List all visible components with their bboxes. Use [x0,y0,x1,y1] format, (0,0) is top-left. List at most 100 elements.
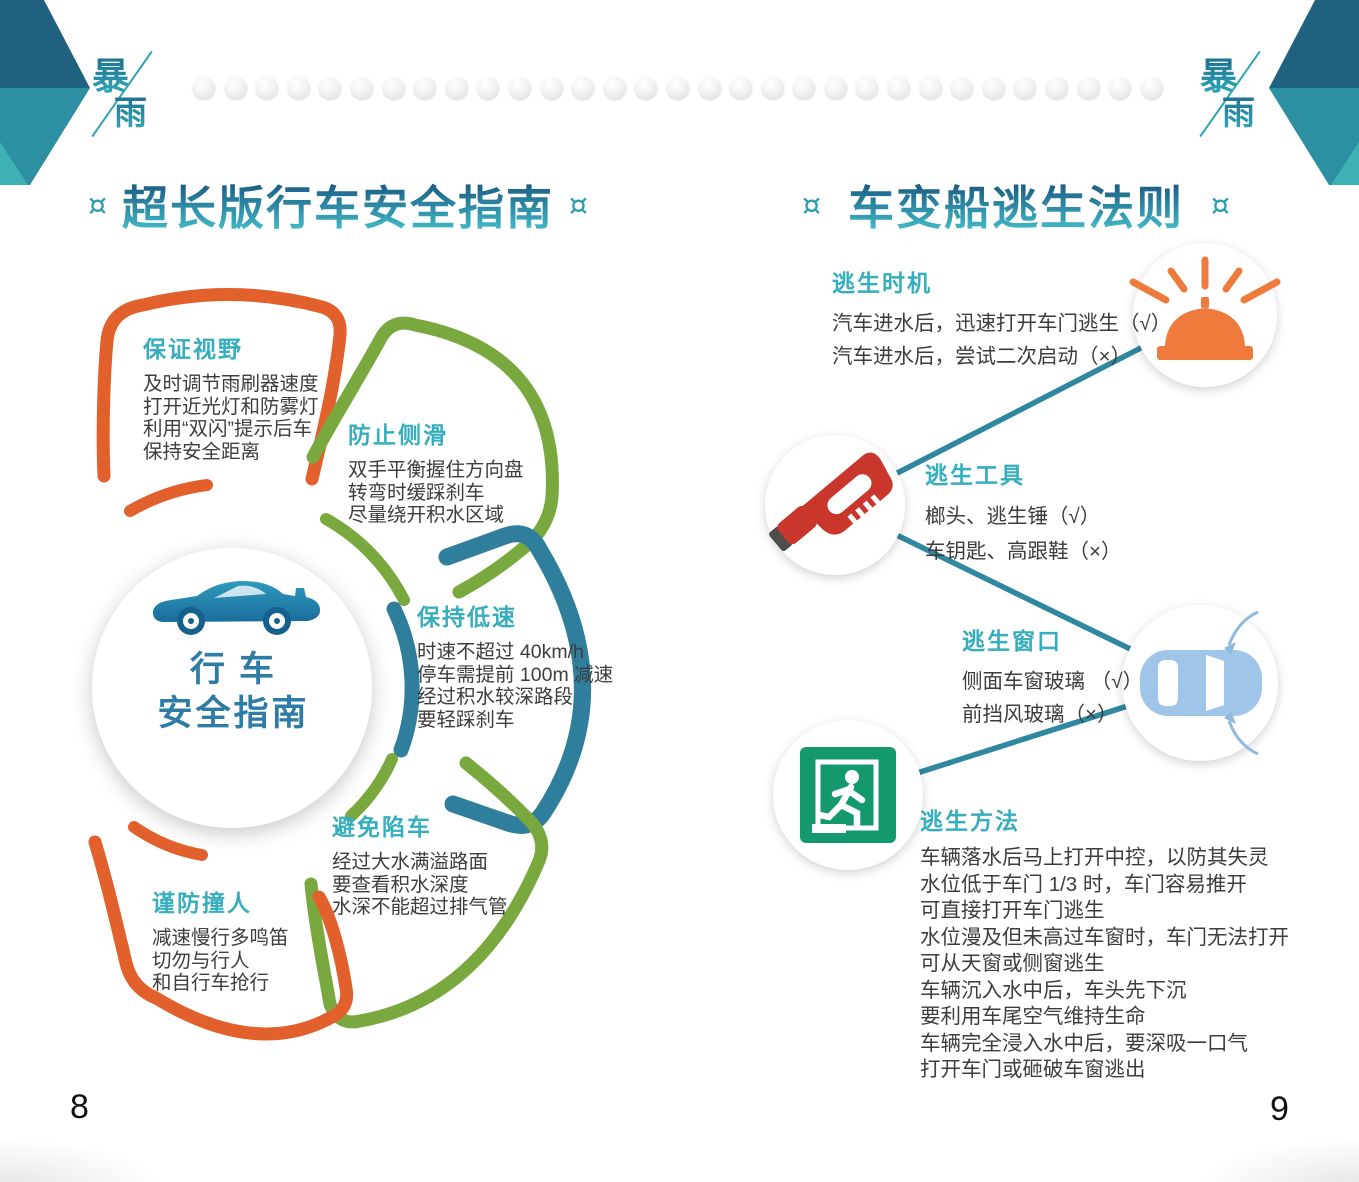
dot-icon [793,77,816,99]
dot-icon [319,77,342,99]
petal-pedestrians-inner-arc [128,821,208,861]
petal-visibility [96,288,347,486]
dot-icon [1014,77,1037,99]
sedan-car-icon [152,581,321,635]
page-title: 超长版行车安全指南 [122,172,554,238]
dot-icon [414,77,437,99]
text-line: 要利用车尾空气维持生命 [920,1005,1146,1028]
center-label: 行车 安全指南 [122,648,342,736]
text-line: 车钥匙、高跟鞋（×） [925,540,1122,563]
section-heading: 逃生窗口 [962,629,1062,654]
dot-icon [635,77,658,99]
text-line: 切勿与行人 [152,949,250,972]
petal-skid-inner-arc [320,513,410,606]
page-number-left: 8 [70,1088,89,1126]
text-line: 可从天窗或侧窗逃生 [920,952,1105,975]
text-line: 车辆完全浸入水中后，要深吸一口气 [920,1031,1248,1055]
dot-icon [730,77,753,99]
dot-icon [824,77,847,99]
petal-section-pedestrians: 谨防撞人 减速慢行多鸣笛切勿与行人和自行车抢行 [152,884,289,995]
petal-heading: 保持低速 [417,605,517,630]
text-line: 双手平衡握住方向盘 [348,459,524,481]
text-line: 车辆落水后马上打开中控，以防其失灵 [920,846,1269,869]
text-line: 保持安全距离 [143,440,261,463]
dot-icon [1077,77,1100,99]
text-line: 水位低于车门 1/3 时，车门容易推开 [920,872,1247,896]
dot-icon [1109,77,1132,99]
dot-icon [666,77,689,99]
text-line: 打开近光灯和防雾灯 [143,395,319,418]
dot-icon [856,77,879,99]
text-line: 汽车进水后，迅速打开车门逃生（√） [832,312,1172,335]
section-escape-timing: 逃生时机 汽车进水后，迅速打开车门逃生（√）汽车进水后，尝试二次启动（×） [832,264,1171,373]
text-line: 和自行车抢行 [152,972,270,994]
text-line: 及时调节雨刷器速度 [143,373,319,395]
right-page-title-row: ¤ 车变船逃生法则 ¤ [802,172,1230,238]
dot-icon [477,77,500,99]
rainstorm-logo: 暴 雨 [88,44,160,140]
petal-visibility-inner-arc [124,479,213,517]
petal-heading: 保证视野 [143,337,243,362]
text-line: 水位漫及但未高过车窗时，车门无法打开 [920,925,1289,949]
dot-icon [572,77,595,99]
petal-body: 及时调节雨刷器速度打开近光灯和防雾灯利用“双闪”提示后车保持安全距离 [143,373,319,463]
petal-section-avoid-trap: 避免陷车 经过大水满溢路面要查看积水深度水深不能超过排气管 [332,808,508,919]
section-escape-tools: 逃生工具 榔头、逃生锤（√） 车钥匙、高跟鞋（×） [925,456,1121,569]
text-line: 前挡风玻璃（×） [962,703,1118,726]
text-line: 转弯时缓踩刹车 [348,481,485,504]
dot-icon [982,77,1005,99]
petal-low-speed-inner-arc [386,601,420,758]
text-line: 减速慢行多鸣笛 [152,927,289,949]
dot-icon [951,77,974,99]
dot-icon [508,77,531,99]
logo-char-bottom: 雨 [114,86,147,134]
dot-icon [287,77,310,99]
petal-section-visibility: 保证视野 及时调节雨刷器速度打开近光灯和防雾灯利用“双闪”提示后车保持安全距离 [143,330,319,463]
text-line: 可直接打开车门逃生 [920,899,1105,922]
page-title: 车变船逃生法则 [848,172,1184,238]
text-line: 打开车门或砸破车窗逃出 [920,1058,1146,1081]
text-line: 水深不能超过排气管 [332,896,508,918]
dot-icon [445,77,468,99]
dot-icon [193,77,215,99]
alarm-icon [1129,256,1281,360]
text-line: 榔头、逃生锤（√） [925,505,1101,528]
petal-section-skid: 防止侧滑 双手平衡握住方向盘转弯时缓踩刹车尽量绕开积水区域 [348,416,524,527]
dot-icon [224,77,247,99]
ornament-icon: ¤ [88,187,108,223]
petal-heading: 防止侧滑 [348,423,448,448]
section-body: 侧面车窗玻璃 （√） 前挡风玻璃（×） [962,665,1143,731]
text-line: 要轻踩刹车 [417,708,515,731]
emergency-exit-icon [800,747,896,843]
petal-pedestrians [88,835,354,1041]
dot-icon [350,77,373,99]
dot-icon [256,77,279,99]
text-line: 尽量绕开积水区域 [348,504,505,526]
escape-hammer-icon [769,452,893,552]
left-edge-decoration-icon [0,0,90,185]
petal-heading: 避免陷车 [332,815,432,840]
dot-icon [698,77,721,99]
text-line: 侧面车窗玻璃 （√） [962,670,1143,693]
logo-char-bottom: 雨 [1222,86,1255,134]
dot-icon [540,77,563,99]
section-escape-window: 逃生窗口 侧面车窗玻璃 （√） 前挡风玻璃（×） [962,622,1143,731]
petal-heading: 谨防撞人 [152,891,252,916]
section-body: 车辆落水后马上打开中控，以防其失灵水位低于车门 1/3 时，车门容易推开可直接打… [920,845,1289,1084]
left-page-title-row: ¤ 超长版行车安全指南 ¤ [88,172,588,238]
dot-icon [1140,77,1163,99]
petal-body: 经过大水满溢路面要查看积水深度水深不能超过排气管 [332,851,508,919]
rainstorm-logo: 暴 雨 [1196,44,1268,140]
ornament-icon: ¤ [568,187,588,223]
section-heading: 逃生工具 [925,463,1025,488]
car-top-view-icon [1140,610,1262,756]
text-line: 利用“双闪”提示后车 [143,418,312,440]
section-heading: 逃生方法 [920,809,1020,834]
page-number-right: 9 [1270,1090,1289,1128]
dot-icon [919,77,942,99]
text-line: 经过大水满溢路面 [332,851,489,873]
right-edge-decoration-icon [1269,0,1359,185]
